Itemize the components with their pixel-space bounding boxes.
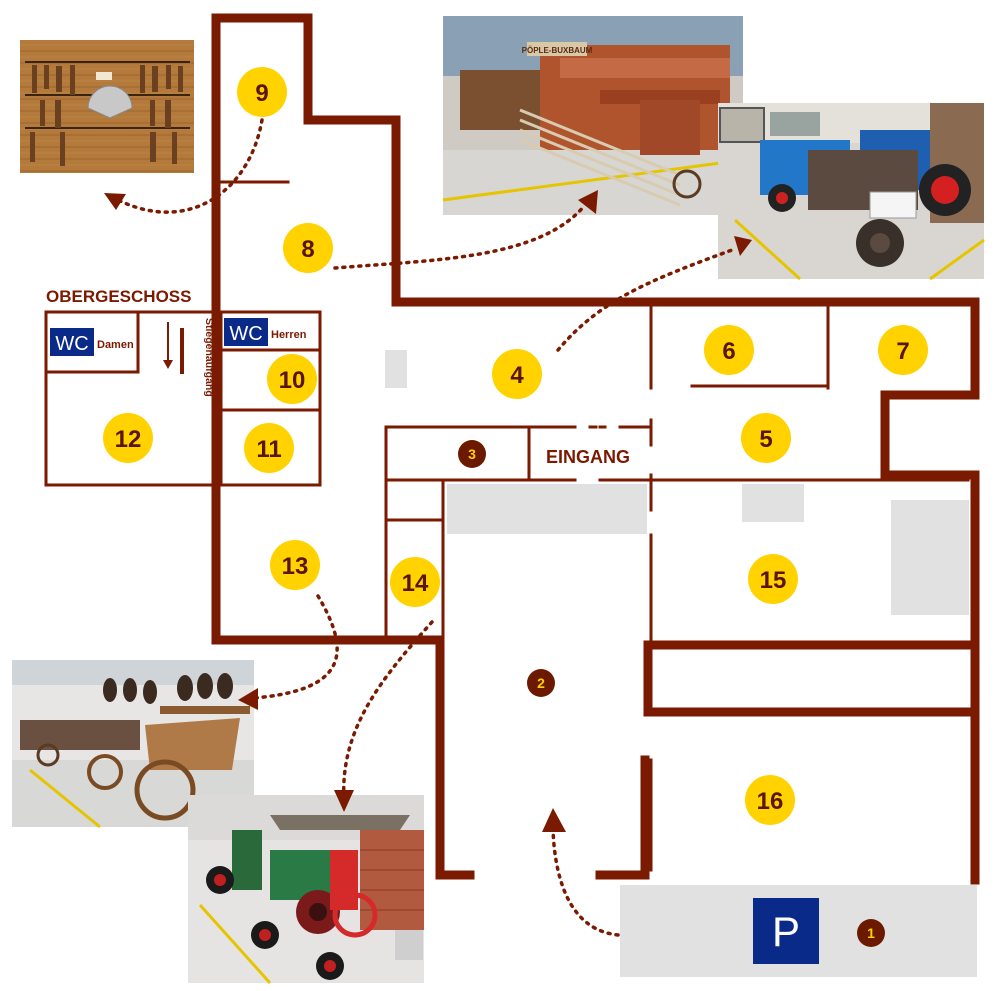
guide-paths — [116, 118, 734, 937]
room-13[interactable]: 13 — [270, 540, 320, 590]
svg-text:13: 13 — [282, 553, 309, 580]
svg-text:8: 8 — [301, 236, 314, 263]
grey-block-hall — [385, 350, 407, 388]
arrow-from-parking — [542, 808, 566, 832]
svg-text:6: 6 — [722, 338, 735, 365]
svg-text:1: 1 — [867, 925, 875, 941]
floor-label: OBERGESCHOSS — [46, 287, 191, 306]
arrow-to-tractors — [734, 236, 752, 256]
arrow-to-wagons — [238, 688, 258, 710]
photo-tools-wall[interactable] — [20, 40, 194, 173]
svg-text:10: 10 — [279, 367, 306, 394]
svg-text:3: 3 — [468, 446, 476, 462]
grey-counter — [447, 484, 647, 534]
photo-engines[interactable] — [188, 795, 424, 985]
svg-text:16: 16 — [757, 788, 784, 815]
entrance-label: EINGANG — [546, 447, 630, 467]
room-15[interactable]: 15 — [748, 554, 798, 604]
wc-women-icon — [50, 328, 94, 356]
photo-tractors[interactable] — [718, 103, 985, 281]
room-8[interactable]: 8 — [283, 223, 333, 273]
stairs-label: Stiegenaufgang — [203, 318, 215, 397]
arrow-to-engines — [334, 790, 354, 812]
room-11[interactable]: 11 — [244, 423, 294, 473]
room-14[interactable]: 14 — [390, 557, 440, 607]
svg-text:Damen: Damen — [97, 339, 134, 351]
room-4[interactable]: 4 — [492, 349, 542, 399]
outer-walls — [211, 13, 980, 885]
room-7[interactable]: 7 — [878, 325, 928, 375]
svg-text:Herren: Herren — [271, 329, 307, 341]
photo-wagons[interactable] — [12, 660, 254, 829]
room-3[interactable]: 3 — [458, 440, 486, 468]
svg-text:14: 14 — [402, 570, 429, 597]
svg-text:P: P — [772, 908, 800, 955]
parking[interactable]: P 1 — [753, 898, 885, 964]
thresher-banner: PÖPLE-BUXBAUM — [522, 46, 593, 55]
path-arrowheads — [104, 190, 752, 832]
room-badges: 9 8 4 6 7 5 10 11 — [103, 67, 928, 825]
svg-text:5: 5 — [759, 426, 772, 453]
svg-text:WC: WC — [229, 323, 262, 345]
arrow-to-thresher — [578, 190, 598, 214]
svg-text:4: 4 — [510, 362, 524, 389]
parking-number-badge — [857, 919, 885, 947]
arrow-to-tools — [104, 193, 126, 210]
svg-text:11: 11 — [256, 436, 281, 463]
room-12[interactable]: 12 — [103, 413, 153, 463]
svg-text:2: 2 — [537, 675, 545, 691]
wc-men[interactable]: WC Herren — [224, 318, 307, 346]
stairs-arrow-icon — [163, 360, 173, 369]
stairs: Stiegenaufgang — [163, 318, 215, 397]
parking-icon — [753, 898, 819, 964]
grey-block-5 — [742, 484, 804, 522]
svg-text:9: 9 — [255, 80, 268, 107]
room-6[interactable]: 6 — [704, 325, 754, 375]
grey-block-15 — [891, 500, 969, 615]
photo-thresher[interactable]: PÖPLE-BUXBAUM — [442, 16, 744, 215]
svg-text:12: 12 — [115, 426, 142, 453]
room-2[interactable]: 2 — [527, 669, 555, 697]
room-9[interactable]: 9 — [237, 67, 287, 117]
svg-text:WC: WC — [55, 333, 88, 355]
svg-text:15: 15 — [760, 567, 787, 594]
room-5[interactable]: 5 — [741, 413, 791, 463]
interior-walls — [44, 180, 970, 872]
wc-women[interactable]: WC Damen — [50, 328, 134, 356]
wc-men-icon — [224, 318, 268, 346]
room-10[interactable]: 10 — [267, 354, 317, 404]
room-16[interactable]: 16 — [745, 775, 795, 825]
svg-text:7: 7 — [896, 338, 909, 365]
